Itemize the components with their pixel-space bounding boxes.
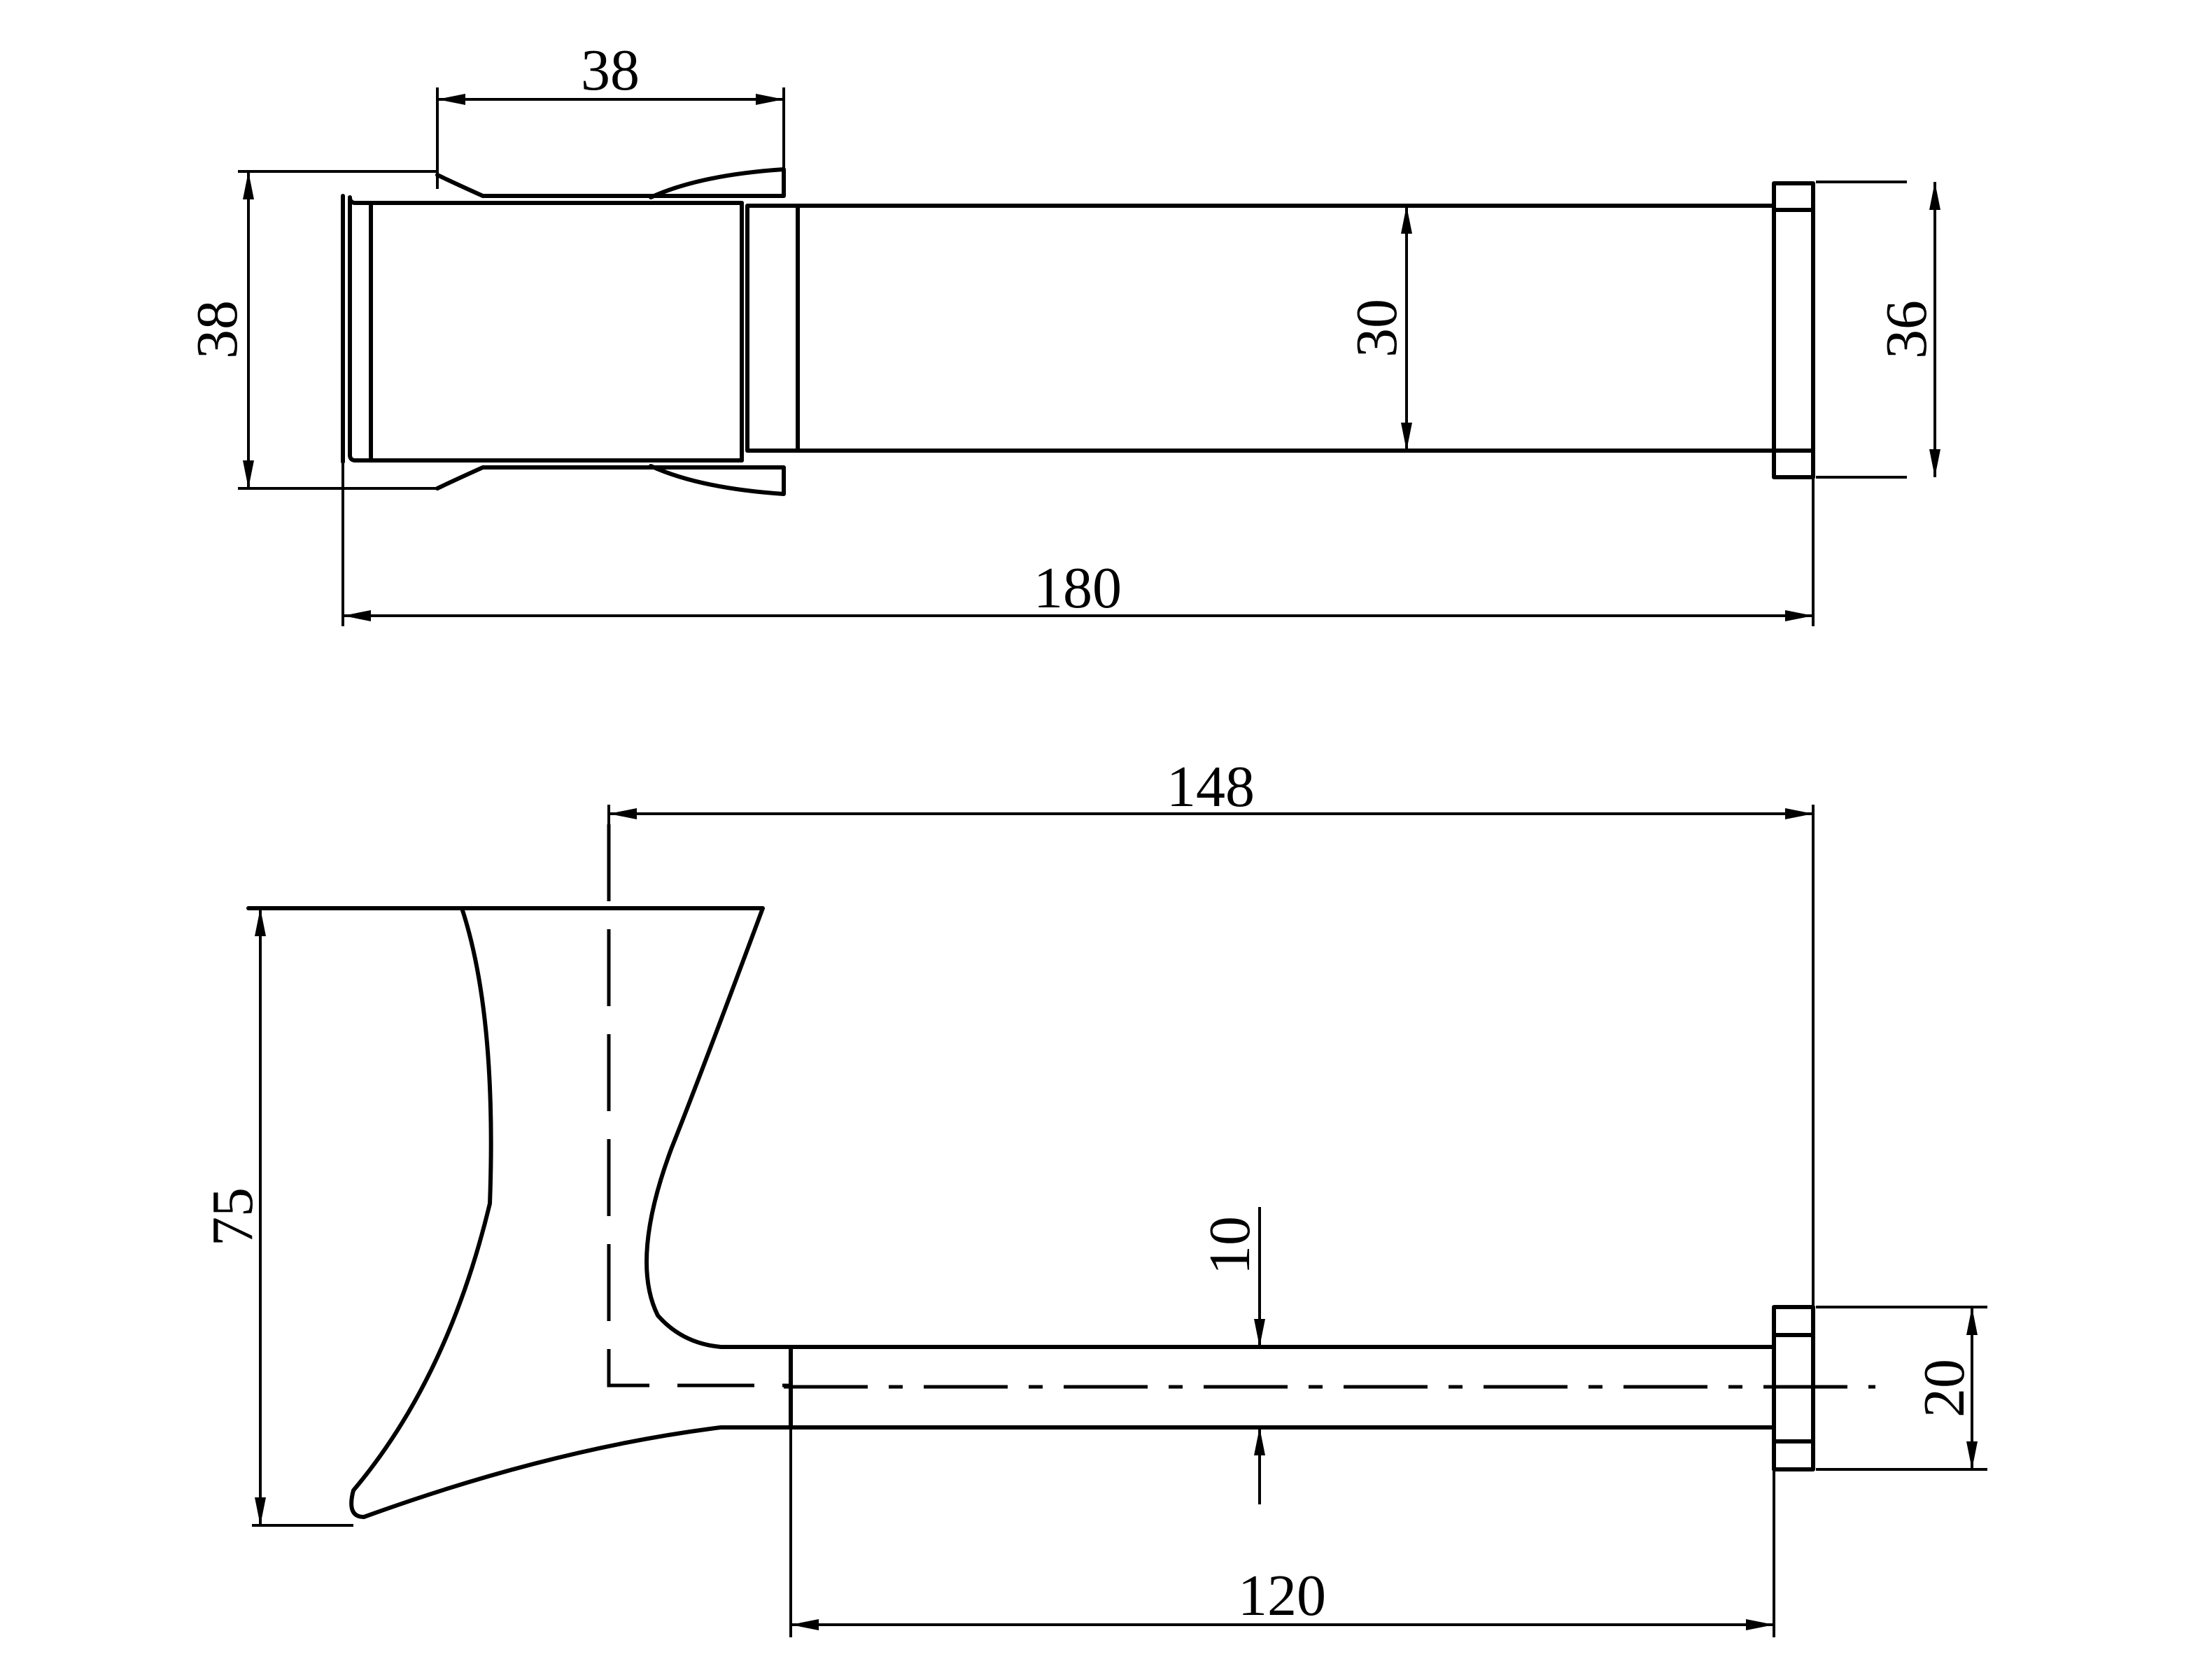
top-flange	[1772, 181, 1815, 479]
top-head-flap-top	[435, 167, 786, 199]
dim-top-flange-label: 36	[1874, 300, 1939, 359]
dim-top-overall-label: 180	[1034, 556, 1122, 621]
dim-arrow	[1966, 1441, 1978, 1469]
dim-arrow	[1785, 610, 1813, 621]
dim-arrow	[1254, 1427, 1265, 1455]
dim-arrow	[437, 94, 465, 105]
dim-arrow	[756, 94, 784, 105]
dim-arrow	[1746, 1619, 1774, 1630]
dim-top-head-height-label: 38	[185, 300, 250, 359]
dim-arrow	[255, 1497, 266, 1525]
dim-arrow	[1254, 1319, 1265, 1347]
dim-side-depth-label: 148	[1167, 754, 1255, 819]
dim-side-head-label: 75	[200, 1187, 265, 1246]
dim-arrow	[343, 610, 371, 621]
side-head-profile	[460, 906, 1776, 1349]
dim-arrow	[243, 171, 254, 199]
top-head-block	[369, 201, 744, 463]
dim-arrow	[1929, 449, 1940, 477]
top-collar	[745, 204, 800, 453]
dim-arrow	[255, 908, 266, 936]
dim-side-thickness-label: 10	[1197, 1216, 1262, 1275]
side-view: 148 75 10 20 120	[200, 754, 1987, 1637]
top-view: 38 38 30 36 180	[185, 38, 1940, 626]
dim-side-bar-label: 120	[1238, 1563, 1326, 1628]
dim-arrow	[609, 808, 637, 819]
dim-arrow	[1785, 808, 1813, 819]
dim-top-bar-height-label: 30	[1344, 299, 1409, 358]
dim-arrow	[791, 1619, 819, 1630]
dim-arrow	[1401, 423, 1412, 451]
side-hidden-outline	[607, 824, 791, 1388]
side-head-front-curve	[349, 906, 1776, 1519]
dim-top-head-width-label: 38	[581, 38, 640, 103]
top-bar	[796, 204, 1776, 453]
dim-side-flange-label: 20	[1912, 1359, 1977, 1418]
top-head-flap-bottom	[435, 464, 786, 496]
dim-arrow	[1401, 206, 1412, 234]
side-flange	[1772, 1305, 1815, 1471]
dim-arrow	[1929, 182, 1940, 210]
dim-arrow	[243, 460, 254, 488]
dim-arrow	[1966, 1307, 1978, 1335]
top-head-outline	[348, 195, 744, 463]
